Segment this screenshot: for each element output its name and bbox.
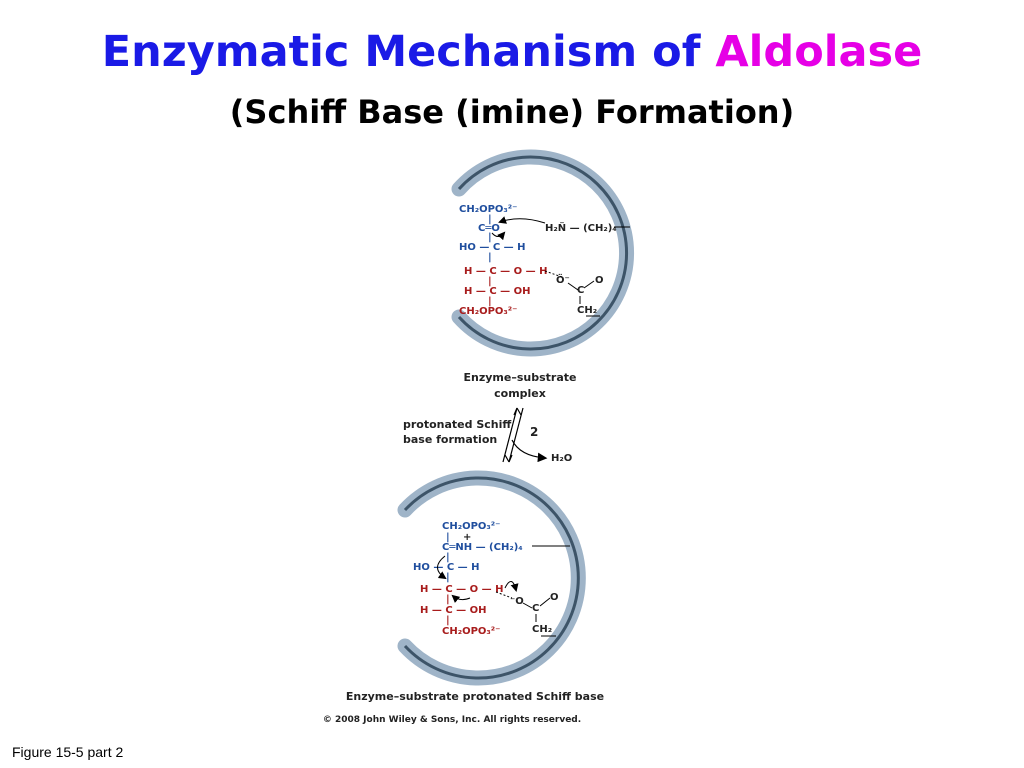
arrow-product-h2o: H₂O — [551, 453, 572, 464]
title-accent: Aldolase — [715, 27, 923, 77]
bottom-row-hoch: HO — C — H — [413, 562, 480, 573]
top-carbonyl: C═O — [478, 223, 500, 234]
bottom-bar-3: | — [446, 572, 450, 583]
top-carboxylate-c: C — [577, 285, 584, 296]
top-carboxylate-ch2: CH₂ — [577, 305, 597, 316]
bottom-enzyme-pocket — [397, 470, 586, 686]
top-carboxylate-o: O — [595, 275, 604, 286]
bottom-bar-5: | — [446, 615, 450, 626]
bottom-bar-2: | — [446, 552, 450, 563]
top-carboxylate-ominus: Ö⁻ — [556, 272, 570, 286]
bottom-caption: Enzyme–substrate protonated Schiff base — [346, 690, 604, 703]
copyright-text: © 2008 John Wiley & Sons, Inc. All right… — [323, 715, 581, 725]
figure-label: Figure 15-5 part 2 — [12, 744, 124, 760]
top-enzyme-pocket — [451, 149, 634, 357]
bottom-row-hcoh: H — C — O — H — [420, 584, 503, 595]
bottom-imine: C═NH — (CH₂)₄ — [442, 542, 523, 553]
top-bar-1: | — [488, 214, 492, 225]
bottom-carboxylate-ch2: CH₂ — [532, 624, 552, 635]
equilibrium-arrows — [502, 407, 548, 463]
top-row-hcoh2: H — C — OH — [464, 286, 531, 297]
top-ch2opo3: CH₂OPO₃²⁻ — [459, 204, 517, 215]
slide-title: Enzymatic Mechanism of Aldolase — [0, 22, 1024, 82]
bottom-row-hcoh2: H — C — OH — [420, 605, 487, 616]
bottom-bar-1: | — [446, 532, 450, 543]
top-caption-line1: Enzyme–substrate — [464, 371, 577, 384]
bottom-carboxylate-ominus: ⁻O — [510, 596, 524, 607]
bottom-bar-4: | — [446, 594, 450, 605]
top-ch2opo3-last: CH₂OPO₃²⁻ — [459, 306, 517, 317]
top-bar-3: | — [488, 252, 492, 263]
top-bonds-arrows — [491, 216, 630, 317]
arrow-label-line1: protonated Schiff — [403, 418, 511, 431]
bottom-ch2opo3-last: CH₂OPO₃²⁻ — [442, 626, 500, 637]
arrow-label-line2: base formation — [403, 433, 497, 446]
bottom-plus: + — [463, 532, 471, 543]
title-main: Enzymatic Mechanism of — [101, 27, 701, 77]
top-caption-line2: complex — [494, 387, 546, 400]
top-row-hcoh: H — C — O — H — [464, 266, 547, 277]
slide-subtitle: (Schiff Base (imine) Formation) — [229, 93, 795, 131]
top-bar-4: | — [488, 276, 492, 287]
arrow-step-number: 2 — [530, 425, 538, 439]
bottom-carboxylate-c: C — [532, 603, 539, 614]
top-lysine: H₂N̈ — (CH₂)₄ — [545, 221, 617, 234]
bottom-carboxylate-o: O — [550, 592, 559, 603]
bottom-bonds-arrows — [437, 545, 570, 637]
top-row-hoch: HO — C — H — [459, 242, 526, 253]
bottom-ch2opo3: CH₂OPO₃²⁻ — [442, 521, 500, 532]
top-bar-5: | — [488, 296, 492, 307]
top-bar-2: | — [488, 232, 492, 243]
